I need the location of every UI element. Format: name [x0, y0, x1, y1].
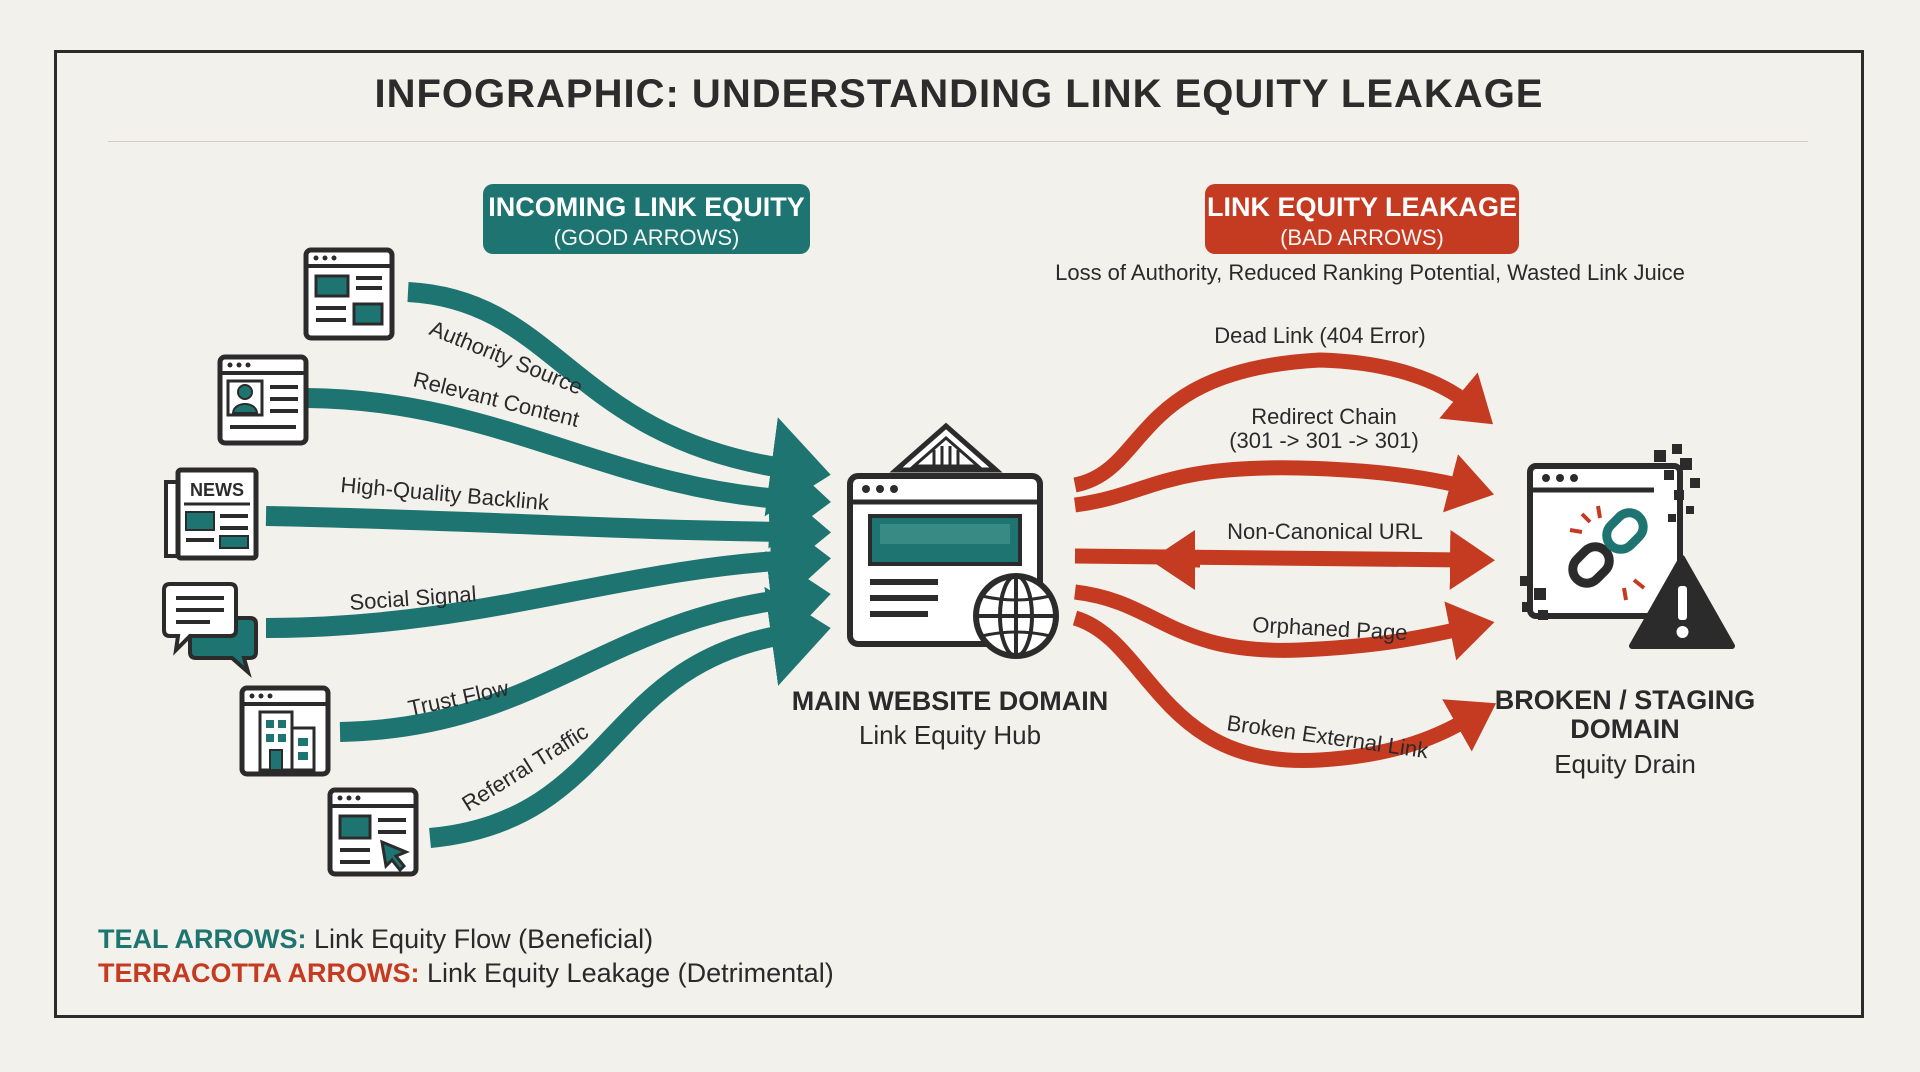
incoming-arrow-relevant [307, 388, 831, 549]
legend-terra-text: Link Equity Leakage (Detrimental) [426, 958, 834, 988]
leak-arrow-redirect [1074, 454, 1495, 513]
leak-arrow-broken-external [1072, 610, 1497, 768]
browser-window-icon [303, 247, 395, 341]
drain-subtitle: Equity Drain [1554, 749, 1696, 779]
incoming-arrow-trust [339, 551, 831, 742]
incoming-subheading: (GOOD ARROWS) [553, 225, 740, 250]
incoming-equity-banner: INCOMING LINK EQUITY (GOOD ARROWS) [483, 184, 810, 254]
leak-arrow-orphaned [1074, 584, 1495, 661]
incoming-heading: INCOMING LINK EQUITY [488, 192, 805, 222]
svg-text:NEWS: NEWS [190, 480, 244, 500]
leakage-banner: LINK EQUITY LEAKAGE (BAD ARROWS) [1205, 184, 1519, 254]
infographic-frame [54, 50, 1864, 1018]
leak-label-redirect: Redirect Chain [1251, 404, 1397, 429]
leakage-subheading: (BAD ARROWS) [1280, 225, 1444, 250]
leak-arrow-dead-link [1073, 352, 1494, 493]
broken-link-warning-icon [1520, 444, 1735, 649]
incoming-arrow-referral [429, 586, 831, 848]
leak-label-canonical: Non-Canonical URL [1227, 519, 1423, 544]
legend-terra-key: TERRACOTTA ARROWS: [98, 958, 420, 988]
incoming-arrow-authority [407, 282, 831, 517]
hub-title: MAIN WEBSITE DOMAIN [791, 686, 1109, 716]
leakage-heading: LINK EQUITY LEAKAGE [1206, 192, 1518, 222]
title-divider [108, 141, 1808, 142]
profile-page-icon [217, 354, 309, 446]
legend-terracotta: TERRACOTTA ARROWS: Link Equity Leakage (… [98, 958, 834, 989]
hub-subtitle: Link Equity Hub [858, 720, 1042, 750]
page-title: INFOGRAPHIC: UNDERSTANDING LINK EQUITY L… [374, 72, 1544, 116]
cursor-page-icon [327, 787, 419, 877]
incoming-arrow-social [265, 511, 831, 638]
legend-teal-key: TEAL ARROWS: [98, 924, 307, 954]
leak-label-orphaned: Orphaned Page [1252, 612, 1408, 645]
legend-teal-text: Link Equity Flow (Beneficial) [314, 924, 654, 954]
leak-label-dead-link: Dead Link (404 Error) [1214, 323, 1426, 348]
chat-bubbles-icon [162, 582, 258, 678]
leakage-note: Loss of Authority, Reduced Ranking Poten… [1055, 260, 1685, 285]
leakage-arrows [1072, 352, 1497, 768]
leak-label-redirect-chain: (301 -> 301 -> 301) [1229, 428, 1419, 453]
website-globe-icon [847, 422, 1059, 659]
incoming-arrows [265, 282, 831, 848]
newspaper-icon: NEWS [164, 467, 259, 561]
building-icon [239, 685, 331, 777]
drain-title: BROKEN / STAGING DOMAIN [1494, 685, 1756, 744]
leak-arrow-canonical [1074, 529, 1495, 590]
legend-teal: TEAL ARROWS: Link Equity Flow (Beneficia… [98, 924, 653, 955]
incoming-arrow-backlink [265, 481, 831, 582]
